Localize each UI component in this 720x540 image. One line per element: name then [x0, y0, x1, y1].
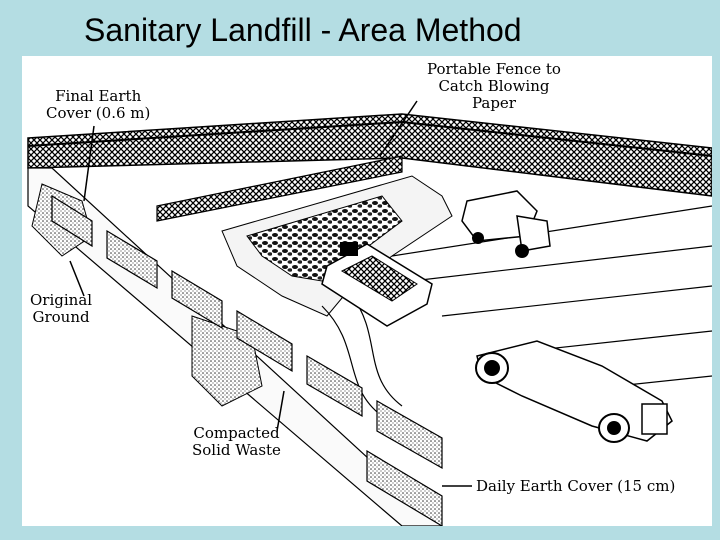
- portable-fence: [156, 155, 403, 222]
- daily-earth-cover-label: Daily Earth Cover (15 cm): [476, 477, 676, 495]
- final-earth-cover-label: Final Earth Cover (0.6 m): [46, 88, 150, 122]
- compacted-solid-waste-line-2: Solid Waste: [192, 441, 281, 459]
- portable-fence-line-3: Paper: [471, 94, 516, 112]
- final-earth-cover-line-2: Cover (0.6 m): [46, 104, 151, 122]
- compacted-solid-waste-label: Compacted Solid Waste: [192, 425, 281, 459]
- original-ground-label: Original Ground: [30, 292, 92, 326]
- original-ground-line-1: Original: [30, 291, 93, 309]
- original-ground-line-2: Ground: [32, 308, 90, 326]
- final-earth-cover-line-1: Final Earth: [55, 87, 142, 105]
- portable-fence-line-1: Portable Fence to: [427, 60, 561, 78]
- portable-fence-label: Portable Fence to Catch Blowing Paper: [427, 61, 561, 112]
- bulldozer: [321, 242, 433, 327]
- compacted-solid-waste-line-1: Compacted: [193, 424, 280, 442]
- portable-fence-line-2: Catch Blowing: [438, 77, 550, 95]
- compacted-waste-cells: [51, 194, 443, 526]
- slide-title: Sanitary Landfill - Area Method: [84, 12, 522, 48]
- garbage-truck: [461, 190, 551, 258]
- back-fence: [27, 113, 712, 197]
- scraper-vehicle: [475, 340, 673, 443]
- landfill-illustration: [27, 100, 712, 526]
- leader-lines: [69, 100, 472, 487]
- landfill-diagram: Final Earth Cover (0.6 m) Portable Fence…: [22, 56, 712, 526]
